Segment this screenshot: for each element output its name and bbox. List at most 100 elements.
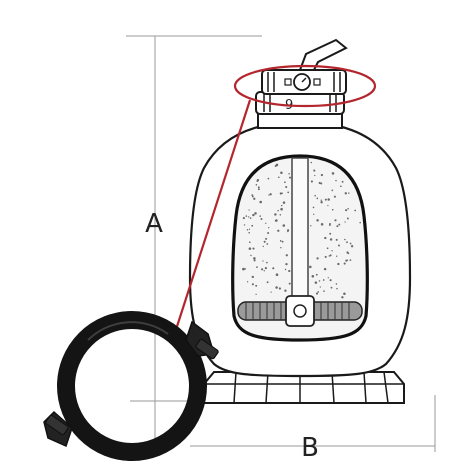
sand-grain bbox=[248, 216, 250, 218]
sand-grain bbox=[248, 241, 251, 244]
sand-grain bbox=[280, 171, 283, 175]
sand-grain bbox=[335, 283, 338, 285]
sand-grain bbox=[284, 268, 287, 271]
sand-grain bbox=[260, 218, 263, 220]
sand-grain bbox=[288, 282, 291, 285]
sand-grain bbox=[322, 279, 325, 281]
sand-grain bbox=[316, 197, 319, 200]
sand-grain bbox=[346, 251, 349, 254]
clamp-ring-icon bbox=[43, 311, 219, 461]
sand-grain bbox=[329, 279, 332, 282]
sand-grain bbox=[320, 182, 323, 185]
sand-grain bbox=[270, 291, 272, 293]
sand-grain bbox=[251, 195, 254, 198]
sand-grain bbox=[317, 291, 320, 293]
sand-grain bbox=[285, 262, 288, 266]
sand-grain bbox=[311, 275, 315, 278]
sand-grain bbox=[250, 254, 252, 257]
sand-grain bbox=[323, 290, 325, 292]
sand-grain bbox=[312, 206, 315, 209]
height-label: A bbox=[145, 209, 163, 239]
clamp-top-bolt bbox=[195, 338, 219, 360]
sand-grain bbox=[344, 192, 347, 195]
sand-grain bbox=[251, 283, 254, 286]
sand-grain bbox=[243, 224, 246, 226]
sand-grain bbox=[349, 259, 352, 261]
callout bbox=[170, 64, 377, 343]
sand-grain bbox=[256, 266, 258, 268]
sand-grain bbox=[282, 201, 286, 204]
sand-grain bbox=[257, 188, 260, 191]
sand-grain bbox=[336, 255, 338, 257]
callout-leader bbox=[170, 99, 252, 343]
sand-grain bbox=[253, 257, 256, 260]
sand-grain bbox=[310, 180, 313, 183]
sand-grain bbox=[349, 242, 352, 245]
sand-grain bbox=[320, 173, 324, 177]
sand-grain bbox=[338, 244, 340, 247]
sand-grain bbox=[248, 231, 250, 234]
sand-grain bbox=[341, 296, 344, 299]
sand-grain bbox=[337, 262, 340, 266]
sand-grain bbox=[275, 163, 279, 167]
sand-grain bbox=[265, 222, 267, 224]
sand-grain bbox=[346, 217, 349, 220]
sand-grain bbox=[340, 185, 342, 188]
sand-grain bbox=[288, 269, 291, 273]
sand-grain bbox=[331, 189, 334, 192]
sand-grain bbox=[242, 217, 245, 220]
sand-grain bbox=[257, 186, 260, 189]
sand-grain bbox=[246, 229, 249, 231]
sand-grain bbox=[324, 198, 327, 201]
sand-grain bbox=[244, 268, 246, 270]
sand-grain bbox=[265, 237, 268, 240]
callout-ellipse bbox=[233, 64, 377, 108]
sand-grain bbox=[318, 280, 321, 282]
sand-grain bbox=[318, 181, 321, 185]
sand-grain bbox=[256, 180, 259, 182]
sand-grain bbox=[280, 247, 282, 249]
sand-grain bbox=[314, 174, 316, 177]
sand-grain bbox=[253, 197, 256, 200]
sand-grain bbox=[341, 180, 344, 183]
sand-grain bbox=[287, 191, 290, 194]
sand-grain bbox=[336, 287, 338, 290]
sand-grain bbox=[275, 273, 279, 276]
sand-grain bbox=[284, 181, 286, 184]
sand-grain bbox=[246, 281, 249, 283]
clamp-bottom-bolt bbox=[45, 414, 69, 436]
sand-grain bbox=[350, 245, 354, 248]
sand-grain bbox=[255, 293, 257, 295]
sand-grain bbox=[249, 217, 252, 219]
sand-grain bbox=[262, 245, 264, 248]
sand-grain bbox=[267, 177, 270, 180]
sand-grain bbox=[259, 200, 263, 204]
sand-grain bbox=[262, 260, 264, 262]
sand-grain bbox=[320, 223, 324, 226]
sand-grain bbox=[327, 198, 330, 201]
sand-grain bbox=[344, 238, 346, 241]
sand-grain bbox=[269, 193, 272, 196]
sand-grain bbox=[345, 209, 348, 212]
sand-grain bbox=[266, 281, 269, 284]
sand-grain bbox=[327, 277, 329, 279]
sand-grain bbox=[277, 229, 280, 232]
sand-grain bbox=[331, 172, 335, 175]
sand-grain bbox=[251, 224, 254, 227]
sand-grain bbox=[315, 292, 319, 295]
lateral-pipes bbox=[237, 295, 363, 327]
sand-grain bbox=[281, 240, 284, 243]
sand-grain bbox=[268, 227, 270, 229]
sand-grain bbox=[324, 255, 327, 258]
sand-grain bbox=[345, 259, 348, 262]
sand-grain bbox=[255, 284, 258, 287]
sand-grain bbox=[277, 209, 279, 212]
sand-grain bbox=[272, 267, 275, 270]
sand-grain bbox=[278, 287, 281, 290]
sand-grain bbox=[255, 184, 258, 186]
sand-speckles bbox=[242, 161, 361, 299]
sand-grain bbox=[279, 192, 282, 195]
sand-grain bbox=[263, 270, 265, 272]
sand-grain bbox=[346, 241, 348, 244]
